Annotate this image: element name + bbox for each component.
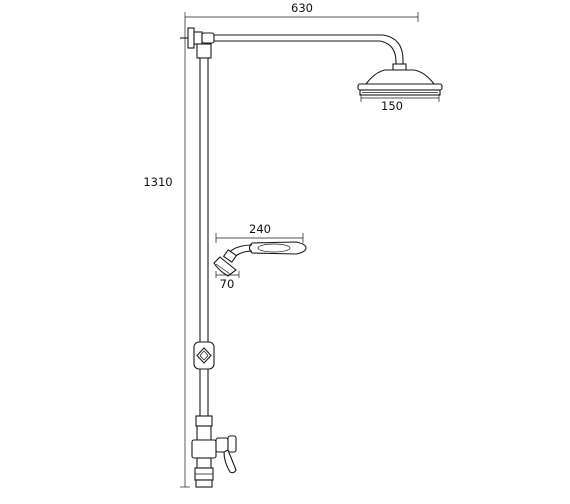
dimension-handset-head-diameter: 70 [215,271,240,291]
thermostatic-valve [191,415,237,488]
dimension-head-diameter: 150 [360,94,440,113]
head-diameter-label: 150 [381,99,403,113]
dimension-arm-width: 630 [184,1,419,22]
dimension-handset-length: 240 [215,222,304,243]
dimension-overall-height: 1310 [143,22,190,488]
shower-arm [214,34,407,71]
hand-shower [213,241,307,277]
arm-width-label: 630 [291,1,313,15]
riser-rail [196,43,212,416]
handset-length-label: 240 [249,222,271,236]
sliding-holder [193,341,215,370]
fixed-shower-head [357,69,443,96]
handset-head-diameter-label: 70 [220,277,235,291]
wall-bracket [180,27,215,49]
overall-height-label: 1310 [143,175,172,189]
